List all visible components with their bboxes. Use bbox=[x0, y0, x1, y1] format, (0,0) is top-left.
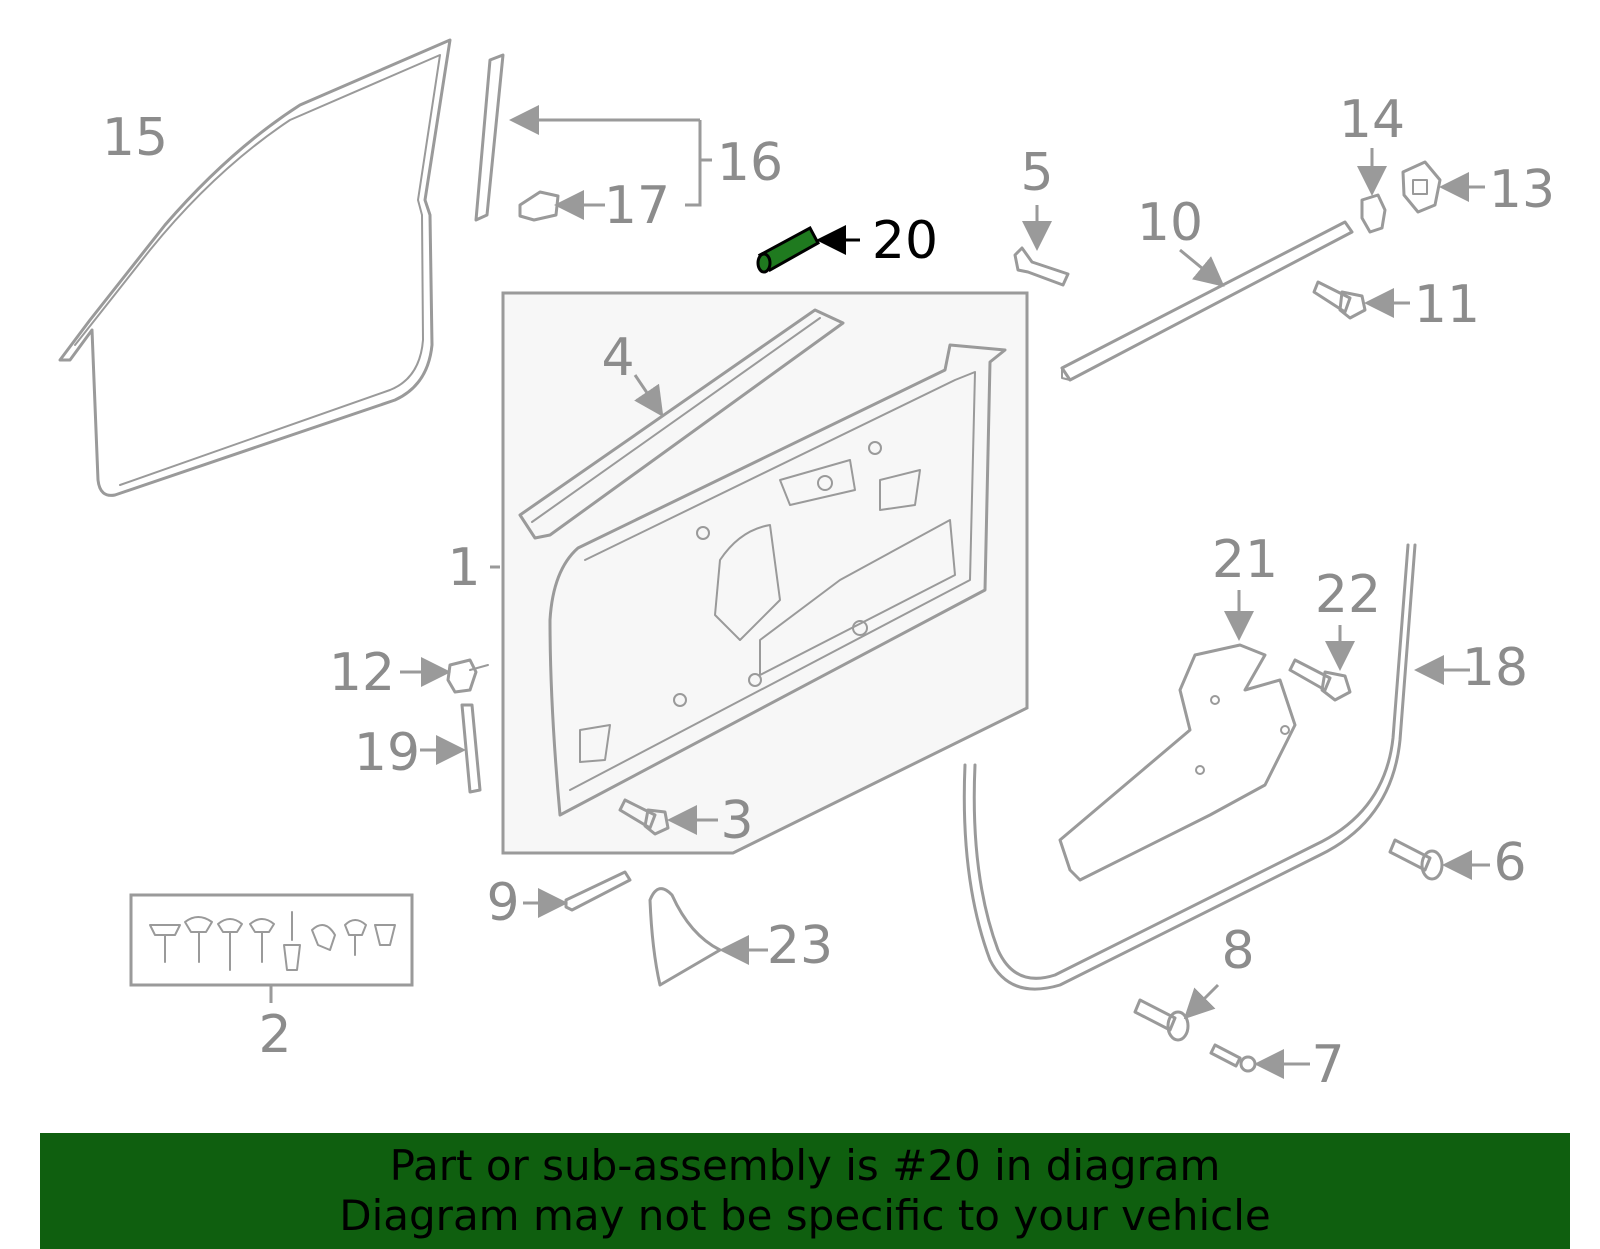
part-21-panel bbox=[1058, 590, 1297, 882]
part-12-clip bbox=[400, 657, 489, 694]
part-22-bolt bbox=[1288, 625, 1355, 702]
part-6-plug bbox=[1388, 838, 1490, 881]
callout-11: 11 bbox=[1414, 275, 1480, 335]
part-20-highlighted bbox=[756, 225, 860, 274]
callout-6: 6 bbox=[1493, 833, 1526, 893]
callout-4: 4 bbox=[601, 328, 634, 388]
part-18-door-seal bbox=[962, 543, 1470, 991]
part-4-belt-molding bbox=[518, 308, 845, 540]
callout-23: 23 bbox=[767, 916, 833, 976]
callout-14: 14 bbox=[1339, 90, 1405, 150]
part-7-pin bbox=[1209, 1043, 1310, 1079]
part-16-run-channel bbox=[474, 53, 712, 222]
part-15-frame-seal bbox=[58, 38, 452, 497]
callout-22: 22 bbox=[1315, 565, 1381, 625]
callout-13: 13 bbox=[1489, 160, 1555, 220]
callout-7: 7 bbox=[1311, 1035, 1344, 1095]
banner-line-2: Diagram may not be specific to your vehi… bbox=[339, 1191, 1271, 1240]
part-10-strip bbox=[1060, 220, 1354, 382]
callout-3: 3 bbox=[720, 791, 753, 851]
callout-20: 20 bbox=[872, 211, 938, 271]
part-5-pin bbox=[1013, 205, 1070, 287]
callout-16: 16 bbox=[717, 133, 783, 193]
callout-18: 18 bbox=[1462, 638, 1528, 698]
part-11-bolt bbox=[1312, 280, 1410, 320]
part-19-bracket bbox=[420, 703, 482, 794]
part-23-cap bbox=[648, 887, 768, 987]
info-banner: Part or sub-assembly is #20 in diagram D… bbox=[40, 1133, 1570, 1249]
part-14-nut bbox=[1357, 148, 1387, 234]
callout-labels: 1 2 3 4 5 6 7 8 9 10 11 12 13 14 15 16 1… bbox=[102, 90, 1555, 1095]
callout-12: 12 bbox=[329, 643, 395, 703]
callout-21: 21 bbox=[1212, 530, 1278, 590]
callout-2: 2 bbox=[258, 1005, 291, 1065]
part-17-clip bbox=[518, 190, 605, 222]
callout-19: 19 bbox=[354, 723, 420, 783]
callout-1: 1 bbox=[447, 538, 480, 598]
part-3-bolt bbox=[618, 798, 718, 836]
part-1-door-shell bbox=[490, 291, 1029, 855]
callout-9: 9 bbox=[486, 873, 519, 933]
callout-8: 8 bbox=[1221, 921, 1254, 981]
part-8-plug bbox=[1133, 983, 1220, 1042]
banner-line-1: Part or sub-assembly is #20 in diagram bbox=[389, 1141, 1221, 1190]
callout-15: 15 bbox=[102, 108, 168, 168]
callout-5: 5 bbox=[1020, 143, 1053, 203]
callout-10: 10 bbox=[1137, 193, 1203, 253]
part-9-seal bbox=[523, 870, 632, 918]
part-13-clip bbox=[1401, 160, 1485, 214]
callout-17: 17 bbox=[604, 176, 670, 236]
part-2-hardware-kit bbox=[129, 893, 414, 1003]
